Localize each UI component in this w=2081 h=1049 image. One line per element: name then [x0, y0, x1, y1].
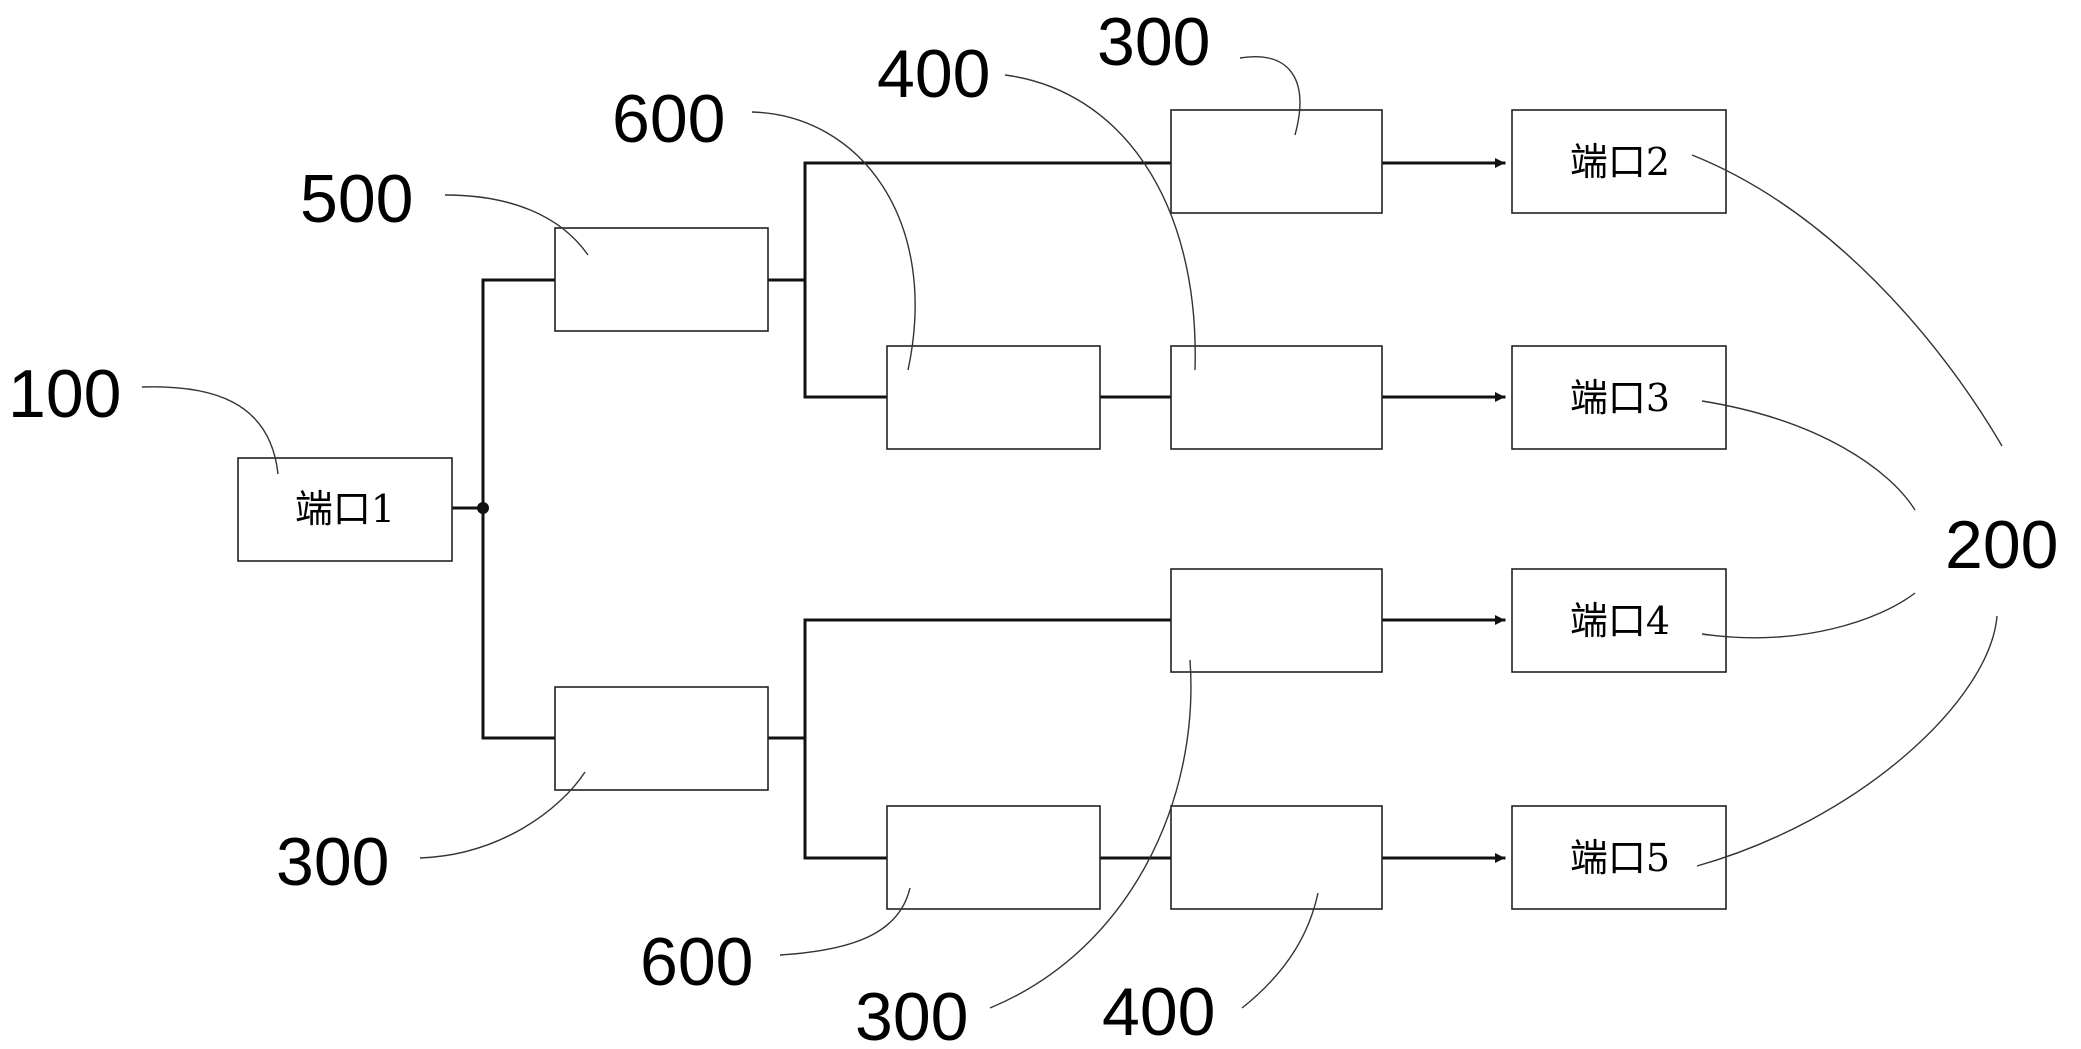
block-300-middle	[1170, 568, 1383, 673]
output-arrows	[1380, 158, 1506, 863]
block-300-lower-left	[554, 686, 769, 791]
numeral-300-bottom: 300	[855, 979, 968, 1049]
block-600-upper	[886, 345, 1101, 450]
port-3-block: 端口3	[1511, 345, 1727, 450]
port-2-block: 端口2	[1511, 109, 1727, 214]
numeral-100: 100	[8, 356, 121, 432]
numeral-600-top: 600	[612, 81, 725, 157]
junction-dot	[477, 502, 489, 514]
numeral-600-bottom: 600	[640, 924, 753, 1000]
numeral-500: 500	[300, 161, 413, 237]
block-400-lower	[1170, 805, 1383, 910]
port-3-label: 端口3	[1570, 376, 1670, 420]
numeral-200: 200	[1945, 507, 2058, 583]
numeral-300-left: 300	[276, 824, 389, 900]
reference-numerals: 100 200 500 600 400 300 300 600 300 400	[8, 4, 2058, 1049]
numeral-300-top: 300	[1097, 4, 1210, 80]
port-4-block: 端口4	[1511, 568, 1727, 673]
port-1-label: 端口1	[295, 487, 395, 531]
numeral-400-bottom: 400	[1102, 974, 1215, 1049]
block-300-top	[1170, 109, 1383, 214]
block-500	[554, 227, 769, 332]
leader-lines	[141, 56, 2003, 1009]
port-5-label: 端口5	[1570, 836, 1670, 880]
numeral-400-top: 400	[877, 36, 990, 112]
connection-wires	[450, 161, 1173, 860]
port-5-block: 端口5	[1511, 805, 1727, 910]
block-600-lower	[886, 805, 1101, 910]
port-4-label: 端口4	[1570, 599, 1670, 643]
port-2-label: 端口2	[1570, 140, 1670, 184]
port-1-block: 端口1	[237, 457, 453, 562]
block-400-upper	[1170, 345, 1383, 450]
